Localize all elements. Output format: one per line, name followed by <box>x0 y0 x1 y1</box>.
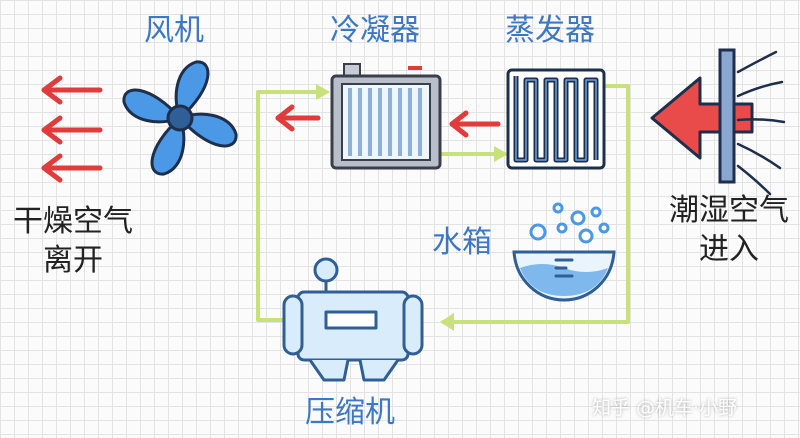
arrow-icon <box>41 153 103 183</box>
air-intake-icon <box>718 48 786 196</box>
water-tank-icon <box>512 202 616 302</box>
watermark: 知乎 @机车·小野 <box>592 397 738 419</box>
fan-icon <box>122 60 238 176</box>
compressor-icon <box>282 257 424 382</box>
pipe-compressor-to-condenser <box>256 90 324 322</box>
water-tank-label: 水箱 <box>432 225 492 260</box>
arrow-icon <box>41 115 103 145</box>
arrow-icon <box>440 313 454 331</box>
evaporator-icon <box>506 68 606 170</box>
arrow-icon <box>449 110 501 138</box>
condenser-icon <box>330 63 442 170</box>
evaporator-label: 蒸发器 <box>505 13 595 48</box>
humid-air-label-line2: 进入 <box>699 232 759 267</box>
dry-air-label-line1: 干燥空气 <box>13 204 133 239</box>
dry-air-label: 干燥空气 离开 <box>8 205 138 277</box>
arrow-icon <box>494 146 508 162</box>
air-flow-arrows <box>41 75 501 183</box>
fan-label: 风机 <box>144 13 204 48</box>
compressor-label: 压缩机 <box>305 395 395 430</box>
intake-arrow-icon <box>650 76 754 160</box>
pipe-evaporator-to-compressor <box>442 84 630 324</box>
dry-air-label-line2: 离开 <box>43 243 103 278</box>
arrow-icon <box>41 75 103 105</box>
arrow-icon <box>275 104 321 132</box>
humid-air-label-line1: 潮湿空气 <box>669 193 789 228</box>
arrow-icon <box>316 84 330 100</box>
condenser-label: 冷凝器 <box>330 13 420 48</box>
pipe-arrowheads <box>316 84 508 331</box>
humid-air-label: 潮湿空气 进入 <box>664 194 794 266</box>
